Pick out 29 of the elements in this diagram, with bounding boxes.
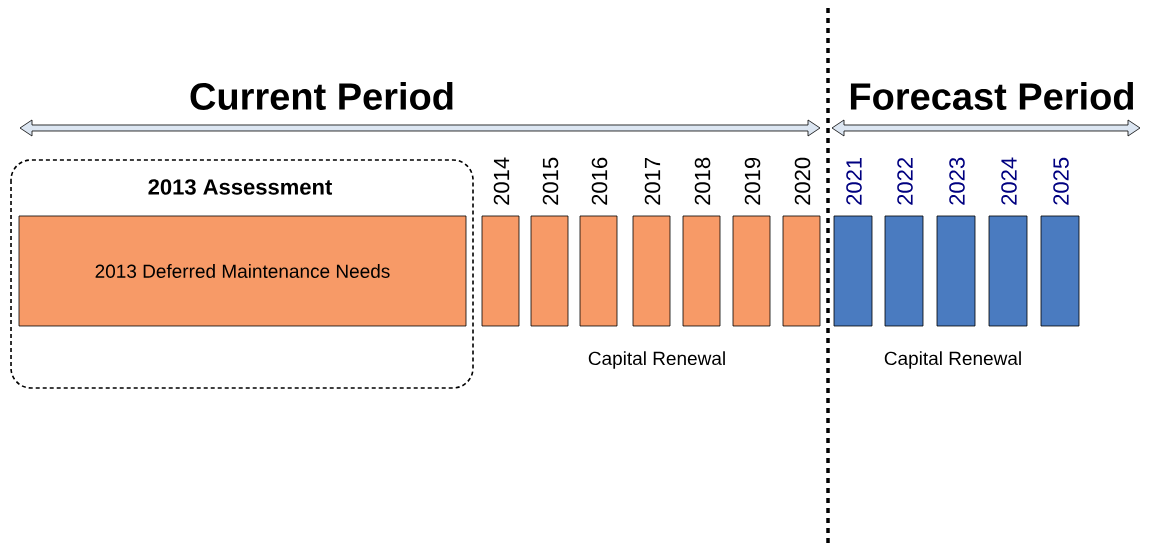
node-label: 2014 <box>493 157 510 205</box>
node-label: 2021 <box>846 157 862 205</box>
node-label: 2019 <box>744 157 761 205</box>
year-bar: 2022 <box>884 157 924 327</box>
node-label: 2022 <box>897 157 913 205</box>
year-bar: 2025 <box>1040 157 1080 327</box>
node-label: 2023 <box>949 157 965 205</box>
year-bar: 2019 <box>732 157 771 327</box>
year-bar: 2015 <box>530 157 569 327</box>
period-title: Current Period <box>190 82 453 110</box>
year-bar: 2018 <box>682 157 721 327</box>
node-label: 2025 <box>1053 157 1069 205</box>
year-bar: 2016 <box>579 157 618 327</box>
year-bar: 2017 <box>632 157 671 327</box>
section-label: Capital Renewal <box>884 351 1021 369</box>
node-label: 2024 <box>1001 157 1017 205</box>
node-label: 2018 <box>694 157 711 205</box>
node-label: 2015 <box>542 157 559 205</box>
node-label: 2017 <box>644 157 661 205</box>
year-bar: 2020 <box>782 157 821 327</box>
year-bar: 2014 <box>481 157 520 327</box>
year-bar: 2021 <box>833 157 873 327</box>
node-label: 2016 <box>591 157 608 205</box>
year-bar: 2023 <box>936 157 976 327</box>
year-bar: 2024 <box>988 157 1028 327</box>
section-label: Capital Renewal <box>588 351 725 369</box>
node-label: 2020 <box>794 157 811 205</box>
maintenance-box: 2013 Deferred Maintenance Needs <box>18 215 467 327</box>
period-title: Forecast Period <box>850 82 1134 110</box>
